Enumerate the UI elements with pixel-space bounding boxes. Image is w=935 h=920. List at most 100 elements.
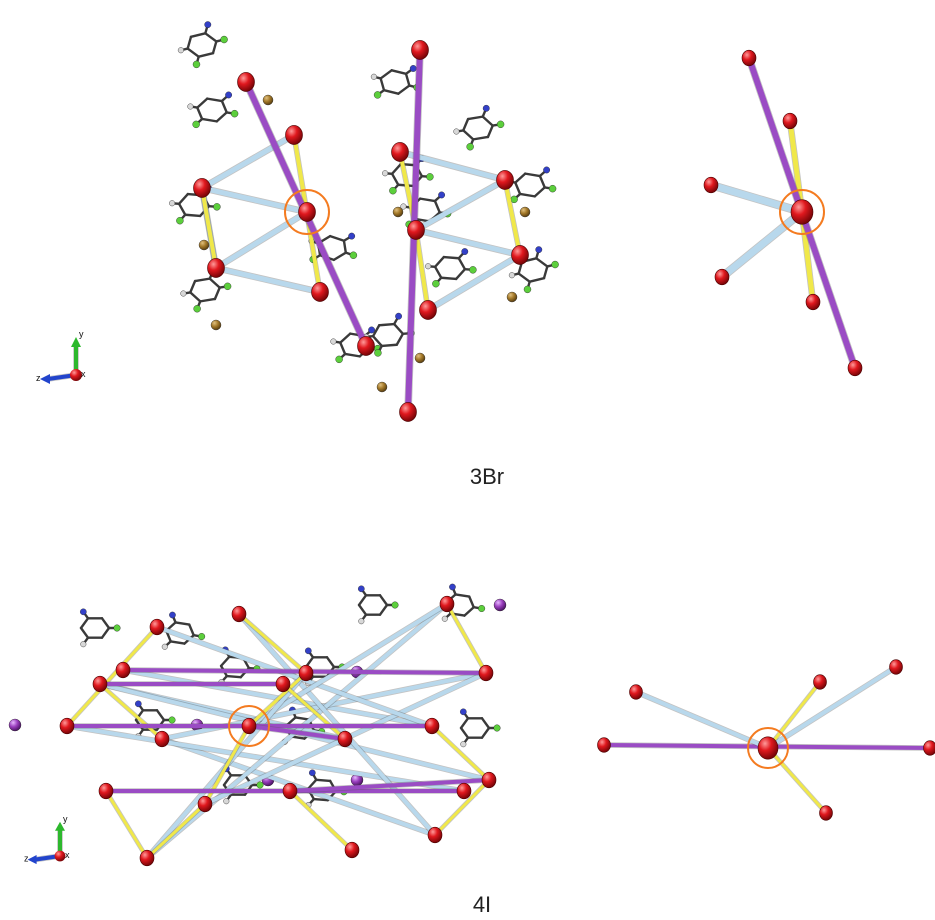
aryl-ring-3br-1-bond	[196, 106, 204, 121]
hbond-edge	[155, 625, 434, 728]
centroid-node	[427, 826, 443, 844]
halogen-bond-edge	[414, 228, 430, 312]
halogen-bond-edge	[104, 789, 149, 860]
aryl-ring-3br-11-bond	[528, 276, 546, 283]
aryl-ring-4i-9-bond	[222, 774, 233, 787]
aryl-ring-4i-10-bond	[312, 797, 329, 802]
aryl-ring-4i-2-bond	[357, 603, 368, 616]
aryl-ring-4i-0-bond	[100, 617, 111, 630]
centroid-node	[411, 40, 429, 60]
aryl-ring-4i-5-bond	[325, 656, 336, 669]
aryl-ring-4i-9-hydrogen-atom	[223, 798, 230, 805]
aryl-ring-3br-11-hydrogen-atom	[508, 272, 515, 279]
network-3br-extended	[169, 21, 559, 422]
panel-caption-4i: 4I	[473, 892, 491, 917]
aryl-ring-3br-2-bond	[177, 202, 187, 216]
aryl-ring-3br-3-bond	[193, 277, 211, 283]
x-axis-arrow	[70, 369, 82, 381]
hbond-edge	[766, 665, 898, 750]
aryl-ring-3br-10-bond	[433, 199, 441, 214]
aryl-ring-4i-0-nitrogen-atom	[80, 608, 87, 616]
aryl-ring-4i-0-bond	[100, 626, 111, 639]
aryl-ring-4i-0-bond	[79, 617, 90, 630]
centroid-node	[391, 142, 409, 162]
aryl-ring-4i-8-bond	[459, 717, 470, 730]
aryl-ring-3br-3-fluorine-atom	[223, 282, 232, 291]
aryl-ring-3br-3-bond	[189, 279, 197, 294]
aryl-ring-3br-5-bond	[339, 341, 347, 356]
aryl-ring-3br-1-fluorine-atom	[192, 120, 200, 129]
aryl-ring-4i-8-bond	[459, 726, 470, 739]
aryl-ring-4i-0-fluorine-atom	[113, 624, 121, 632]
aryl-ring-4i-8-fluorine-atom	[493, 724, 501, 732]
aryl-ring-3br-8-bond	[486, 124, 494, 139]
aryl-ring-3br-7-hydrogen-atom	[370, 73, 377, 80]
long-contact-edge	[288, 778, 491, 793]
aryl-ring-3br-0-hydrogen-atom	[177, 47, 184, 54]
hbond-edge	[707, 181, 806, 216]
aryl-ring-3br-3-hydrogen-atom	[180, 290, 187, 297]
halogen-bond-edge	[433, 778, 491, 837]
aryl-ring-3br-4-bond	[342, 239, 348, 254]
aryl-ring-4i-1-fluorine-atom	[198, 633, 206, 641]
aryl-ring-3br-1-fluorine-atom	[230, 109, 239, 118]
aryl-ring-3br-1-bond	[215, 111, 228, 123]
x-axis-label: x	[81, 369, 86, 379]
aryl-ring-3br-8-fluorine-atom	[466, 143, 474, 151]
centroid-node	[344, 841, 360, 859]
aryl-ring-3br-11-fluorine-atom	[523, 285, 532, 294]
aryl-ring-3br-9-hydrogen-atom	[382, 170, 389, 177]
centroid-node	[275, 675, 291, 693]
aryl-ring-4i-3-fluorine-atom	[478, 605, 486, 613]
aryl-ring-3br-7-bond	[379, 69, 393, 80]
aryl-ring-3br-0-fluorine-atom	[220, 35, 228, 44]
z-axis-arrowhead	[27, 855, 37, 865]
hbond-edge	[213, 209, 310, 271]
centroid-node	[337, 730, 353, 748]
neighbor-node	[714, 268, 730, 286]
aryl-ring-3br-1-bond	[200, 117, 218, 123]
bromine-atom	[506, 291, 518, 303]
aryl-ring-3br-10-bond	[419, 197, 437, 203]
aryl-ring-3br-11-bond	[542, 265, 549, 280]
aryl-ring-4i-5-nitrogen-atom	[305, 647, 312, 655]
halogen-bond-edge	[281, 682, 347, 741]
aryl-ring-3br-0-bond	[189, 32, 207, 39]
aryl-ring-3br-3-fluorine-atom	[193, 305, 201, 313]
aryl-ring-4i-6-fluorine-atom	[168, 716, 176, 724]
centroid-node	[139, 849, 155, 867]
aryl-ring-3br-5-hydrogen-atom	[330, 338, 337, 345]
aryl-ring-3br-6-bond	[378, 322, 396, 327]
centroid-node	[478, 664, 494, 682]
aryl-ring-3br-1-nitrogen-atom	[225, 91, 233, 99]
aryl-ring-4i-1-bond	[188, 623, 195, 637]
aryl-ring-3br-6-bond	[380, 343, 398, 348]
aryl-ring-3br-2-bond	[184, 213, 202, 218]
centroid-node	[197, 795, 213, 813]
aryl-ring-4i-8-bond	[480, 726, 491, 739]
aryl-ring-4i-6-bond	[155, 709, 166, 722]
hbond-edge	[199, 132, 297, 191]
aryl-ring-3br-5-bond	[339, 332, 352, 344]
hbond-edge	[718, 208, 806, 281]
aryl-ring-3br-0-bond	[211, 40, 218, 55]
aryl-ring-3br-6-bond	[371, 324, 381, 338]
centroid-node	[399, 402, 417, 422]
aryl-ring-4i-1-hydrogen-atom	[161, 643, 168, 650]
aryl-ring-3br-12-hydrogen-atom	[425, 263, 432, 270]
bromine-atom	[210, 319, 222, 331]
centroid-node	[424, 717, 440, 735]
bromine-atom	[414, 352, 426, 364]
aryl-ring-3br-12-bond	[440, 276, 458, 281]
aryl-ring-4i-1-bond	[169, 640, 186, 645]
centroid-node	[115, 661, 131, 679]
aryl-ring-4i-10-nitrogen-atom	[309, 769, 316, 777]
centroid-node	[407, 220, 425, 240]
aryl-ring-4i-2-hydrogen-atom	[358, 618, 365, 625]
aryl-ring-3br-8-bond	[462, 129, 475, 141]
y-axis-label: y	[63, 814, 68, 824]
centroid-node	[231, 605, 247, 623]
aryl-ring-3br-3-bond	[199, 297, 217, 303]
